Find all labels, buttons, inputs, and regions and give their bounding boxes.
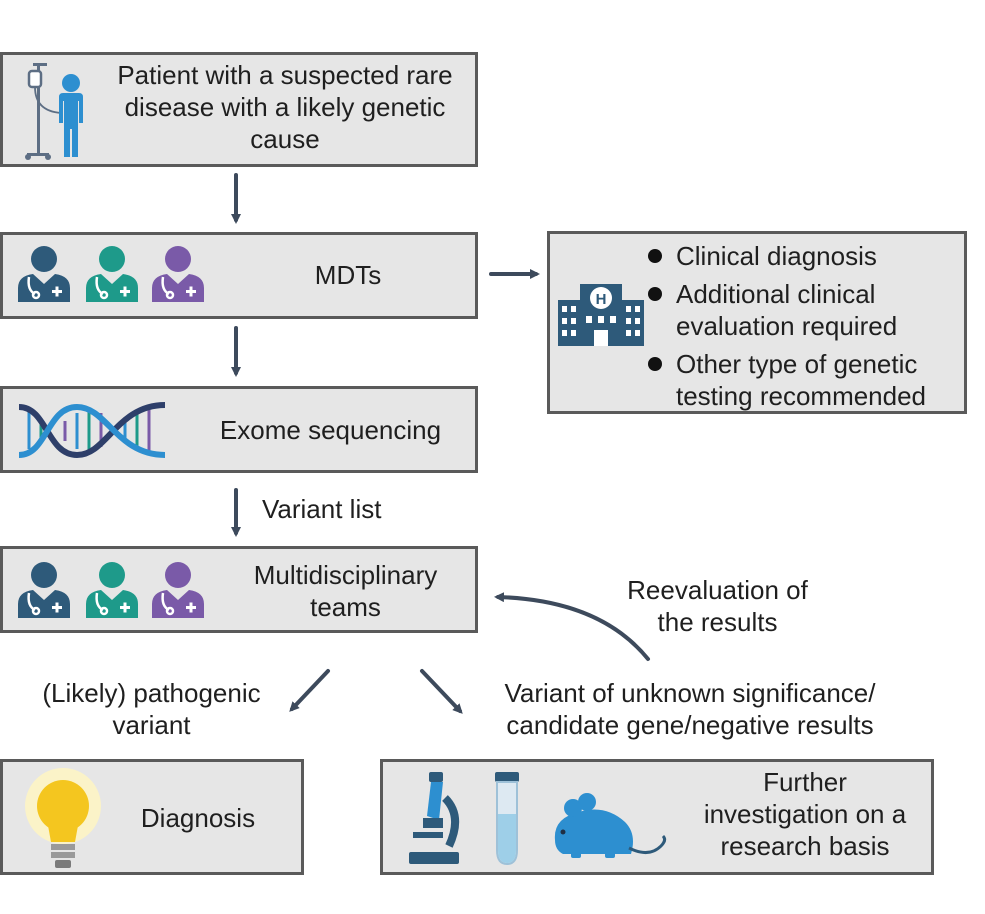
doctor-icon — [18, 246, 70, 302]
doctor-icon — [152, 246, 204, 302]
microscope-icon — [409, 772, 459, 864]
doctor-icon — [152, 562, 204, 618]
pathogenic-label: (Likely) pathogenic variant — [42, 678, 261, 740]
arrow-reevaluation — [494, 592, 650, 661]
teams-box: Multidisciplinary teams — [0, 546, 478, 633]
hospital-icon: H — [558, 284, 644, 346]
mouse-icon — [554, 793, 667, 858]
exome-box-text: Exome sequencing — [219, 415, 442, 445]
diagnosis-box-text: Diagnosis — [140, 803, 256, 833]
doctor-icon — [18, 562, 70, 618]
outcomes-box: H Clinical diagnosis Additional clinical… — [547, 231, 967, 414]
outcomes-list: Clinical diagnosis Additional clinical e… — [648, 240, 968, 418]
dna-icon — [18, 402, 166, 459]
vus-label: Variant of unknown significance/ candida… — [504, 678, 876, 740]
doctor-icon — [86, 562, 138, 618]
bullet-icon — [648, 357, 662, 371]
research-box-text: Further investigation on a research basi… — [703, 767, 907, 861]
outcome-item: Additional clinical evaluation required — [648, 278, 968, 342]
lightbulb-icon — [25, 768, 101, 868]
patient-iv-icon — [25, 63, 83, 160]
research-box: Further investigation on a research basi… — [380, 759, 934, 875]
doctor-icon — [86, 246, 138, 302]
test-tube-icon — [495, 772, 519, 866]
mdts-box: MDTs — [0, 232, 478, 319]
bullet-icon — [648, 287, 662, 301]
variant-list-label: Variant list — [262, 494, 382, 524]
patient-box: Patient with a suspected rare disease wi… — [0, 52, 478, 167]
svg-text:H: H — [596, 291, 607, 308]
bullet-icon — [648, 249, 662, 263]
patient-box-text: Patient with a suspected rare disease wi… — [117, 60, 453, 154]
reevaluation-label: Reevaluation of the results — [627, 575, 808, 637]
arrow-to-research — [420, 669, 463, 714]
outcome-item: Clinical diagnosis — [648, 240, 968, 272]
diagnosis-box: Diagnosis — [0, 759, 304, 875]
outcome-item: Other type of genetic testing recommende… — [648, 348, 968, 412]
arrow-to-diagnosis — [289, 669, 330, 712]
teams-box-text: Multidisciplinary teams — [253, 560, 438, 622]
mdts-box-text: MDTs — [314, 260, 382, 290]
exome-box: Exome sequencing — [0, 386, 478, 473]
